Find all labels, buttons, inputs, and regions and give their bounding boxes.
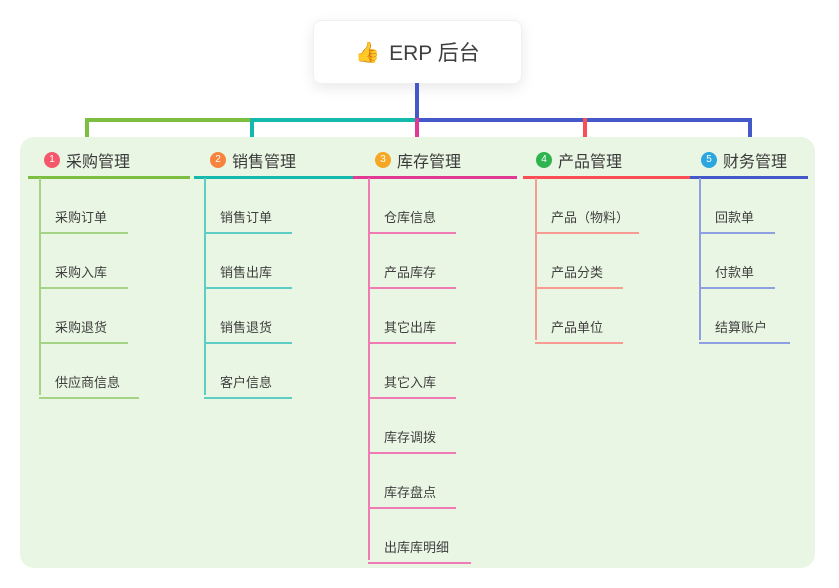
- sub-item-label: 其它出库: [384, 320, 437, 335]
- branch-trunk-line: [368, 178, 370, 560]
- branch-header-underline: [523, 176, 690, 179]
- sub-item[interactable]: 采购订单: [39, 200, 128, 234]
- sub-item[interactable]: 库存调拨: [368, 420, 456, 454]
- branch-header-underline: [690, 176, 808, 179]
- sub-item-label: 采购订单: [55, 210, 108, 225]
- drop-line-finance: [748, 118, 752, 148]
- bus-segment-sales: [254, 118, 419, 122]
- sub-item-label: 销售出库: [220, 265, 273, 280]
- sub-item-label: 产品单位: [551, 320, 604, 335]
- branch-trunk-line: [39, 178, 41, 395]
- sub-item-label: 销售订单: [220, 210, 273, 225]
- branch-finance-header[interactable]: 5 财务管理: [701, 149, 787, 171]
- branch-label: 库存管理: [397, 154, 462, 171]
- sub-item[interactable]: 结算账户: [699, 310, 790, 344]
- sub-item-label: 供应商信息: [55, 375, 121, 390]
- branch-number-badge: 3: [375, 152, 391, 168]
- sub-item[interactable]: 产品库存: [368, 255, 456, 289]
- sub-item[interactable]: 出库库明细: [368, 530, 471, 564]
- sub-item-label: 采购入库: [55, 265, 108, 280]
- sub-item-label: 库存调拨: [384, 430, 437, 445]
- branch-sales-header[interactable]: 2 销售管理: [210, 149, 296, 171]
- sub-item[interactable]: 客户信息: [204, 365, 292, 399]
- sub-item[interactable]: 仓库信息: [368, 200, 456, 234]
- branch-inventory-header[interactable]: 3 库存管理: [375, 149, 461, 171]
- sub-item-label: 其它入库: [384, 375, 437, 390]
- sub-item-label: 产品（物料）: [551, 210, 630, 225]
- branch-trunk-line: [699, 178, 701, 340]
- branch-header-underline: [353, 176, 517, 179]
- sub-item-label: 库存盘点: [384, 485, 437, 500]
- sub-item[interactable]: 产品（物料）: [535, 200, 639, 234]
- branch-label: 财务管理: [723, 154, 788, 171]
- branch-purchase-header[interactable]: 1 采购管理: [44, 149, 130, 171]
- sub-item-label: 客户信息: [220, 375, 273, 390]
- drop-line-inventory: [415, 118, 419, 148]
- root-node[interactable]: 👍 ERP 后台: [313, 20, 522, 84]
- root-node-label: ERP 后台: [389, 42, 480, 65]
- sub-item-label: 产品库存: [384, 265, 437, 280]
- sub-item[interactable]: 销售退货: [204, 310, 292, 344]
- sub-item[interactable]: 库存盘点: [368, 475, 456, 509]
- sub-item[interactable]: 回款单: [699, 200, 775, 234]
- branch-product-header[interactable]: 4 产品管理: [536, 149, 622, 171]
- sub-item-label: 回款单: [715, 210, 755, 225]
- branch-label: 销售管理: [232, 154, 297, 171]
- thumbs-up-icon: 👍: [355, 41, 381, 64]
- branch-number-badge: 4: [536, 152, 552, 168]
- branch-trunk-line: [535, 178, 537, 340]
- drop-line-sales: [250, 118, 254, 148]
- branches-panel: [20, 137, 815, 568]
- sub-item[interactable]: 其它入库: [368, 365, 456, 399]
- branch-label: 采购管理: [66, 154, 131, 171]
- sub-item[interactable]: 其它出库: [368, 310, 456, 344]
- sub-item-label: 销售退货: [220, 320, 273, 335]
- sub-item[interactable]: 供应商信息: [39, 365, 139, 399]
- bus-segment-purchase: [85, 118, 254, 122]
- sub-item-label: 结算账户: [715, 320, 768, 335]
- sub-item[interactable]: 产品分类: [535, 255, 623, 289]
- branch-number-badge: 2: [210, 152, 226, 168]
- branch-number-badge: 5: [701, 152, 717, 168]
- drop-line-purchase: [85, 118, 89, 148]
- branch-trunk-line: [204, 178, 206, 395]
- sub-item[interactable]: 采购退货: [39, 310, 128, 344]
- drop-line-product: [583, 118, 587, 148]
- sub-item-label: 产品分类: [551, 265, 604, 280]
- sub-item-label: 仓库信息: [384, 210, 437, 225]
- branch-number-badge: 1: [44, 152, 60, 168]
- branch-header-underline: [28, 176, 190, 179]
- sub-item[interactable]: 销售出库: [204, 255, 292, 289]
- sub-item[interactable]: 采购入库: [39, 255, 128, 289]
- sub-item[interactable]: 产品单位: [535, 310, 623, 344]
- branch-label: 产品管理: [558, 154, 623, 171]
- sub-item-label: 出库库明细: [384, 540, 450, 555]
- branch-header-underline: [194, 176, 355, 179]
- sub-item-label: 采购退货: [55, 320, 108, 335]
- root-connector-line: [415, 83, 419, 120]
- sub-item-label: 付款单: [715, 265, 755, 280]
- sub-item[interactable]: 销售订单: [204, 200, 292, 234]
- sub-item[interactable]: 付款单: [699, 255, 775, 289]
